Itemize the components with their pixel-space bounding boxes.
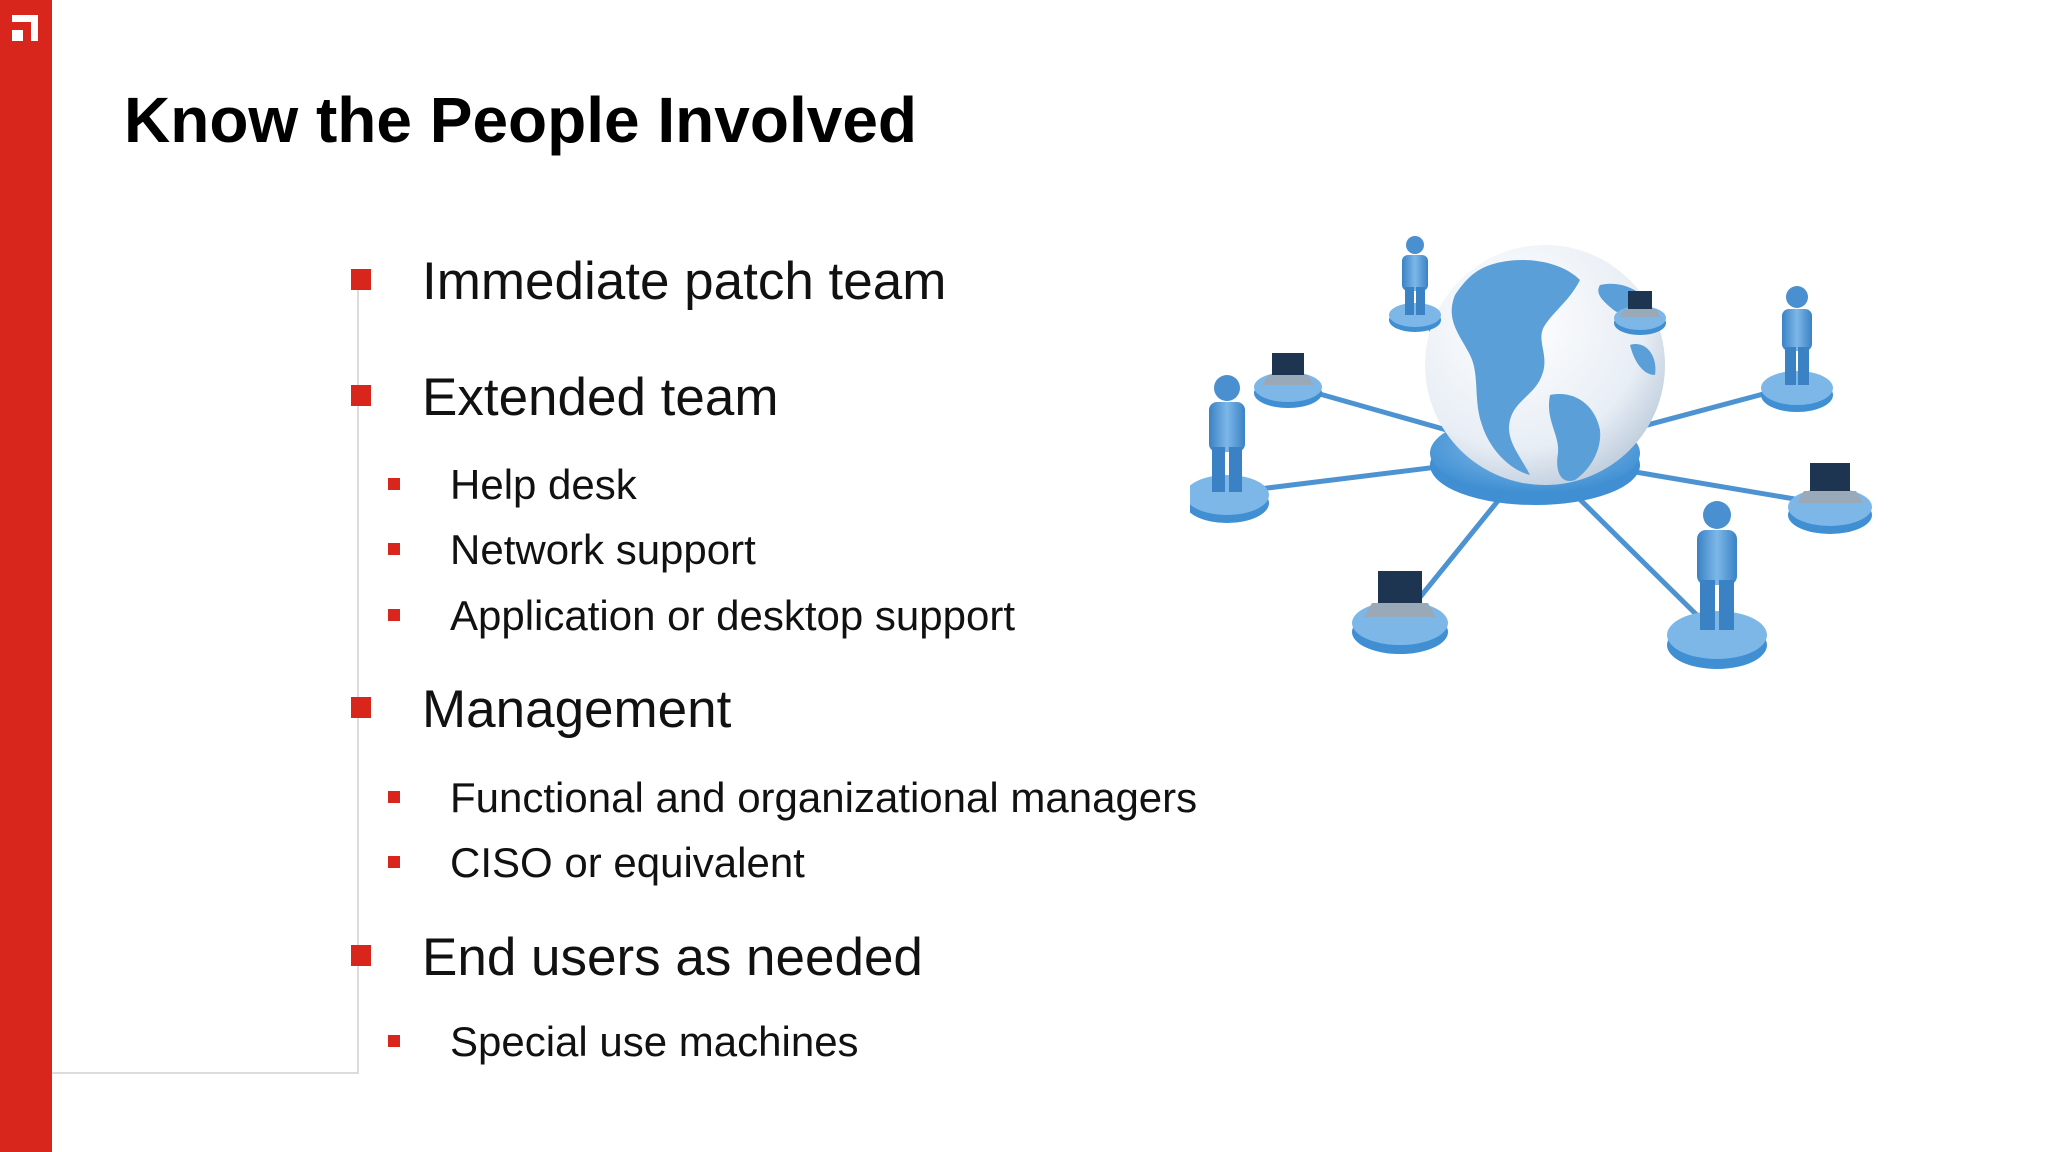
globe-network-icon bbox=[1190, 225, 1880, 710]
person-node-icon bbox=[1389, 236, 1441, 332]
square-bullet-icon bbox=[351, 385, 371, 406]
square-bullet-icon bbox=[351, 269, 371, 290]
person-node-icon bbox=[1667, 501, 1767, 669]
bullet-text: Application or desktop support bbox=[450, 592, 1016, 639]
bullet-text: End users as needed bbox=[422, 928, 923, 987]
person-node-icon bbox=[1761, 286, 1833, 412]
bullet-item-level1: Management bbox=[351, 678, 732, 742]
bullet-text: Functional and organizational managers bbox=[450, 774, 1198, 821]
bullet-text: CISO or equivalent bbox=[450, 839, 805, 886]
bullet-item-level1: Immediate patch team bbox=[351, 250, 947, 314]
bullet-item-level1: Extended team bbox=[351, 366, 779, 430]
bullet-item-level2: Special use machines bbox=[388, 1016, 859, 1068]
bullet-text: Special use machines bbox=[450, 1018, 859, 1065]
square-bullet-icon bbox=[388, 609, 400, 621]
bullet-text: Help desk bbox=[450, 461, 637, 508]
laptop-node-icon bbox=[1352, 571, 1448, 654]
slide-title: Know the People Involved bbox=[124, 84, 917, 156]
square-bullet-icon bbox=[388, 543, 400, 555]
bullet-text: Management bbox=[422, 680, 732, 739]
square-bullet-icon bbox=[388, 791, 400, 803]
laptop-node-icon bbox=[1788, 463, 1872, 534]
square-bullet-icon bbox=[388, 856, 400, 868]
bullet-text: Extended team bbox=[422, 368, 779, 427]
square-bullet-icon bbox=[351, 697, 371, 718]
bullet-text: Network support bbox=[450, 526, 756, 573]
bullet-text: Immediate patch team bbox=[422, 252, 947, 311]
square-bullet-icon bbox=[388, 1035, 400, 1047]
bullet-item-level2: Help desk bbox=[388, 459, 637, 511]
laptop-node-icon bbox=[1614, 291, 1666, 335]
corner-square-logo-icon bbox=[12, 15, 38, 41]
bullet-item-level2: Network support bbox=[388, 524, 756, 576]
bullet-item-level2: Functional and organizational managers bbox=[388, 772, 1198, 824]
laptop-node-icon bbox=[1254, 353, 1322, 408]
bullet-item-level2: Application or desktop support bbox=[388, 590, 1016, 642]
square-bullet-icon bbox=[388, 478, 400, 490]
accent-bar bbox=[0, 0, 52, 1152]
square-bullet-icon bbox=[351, 945, 371, 966]
bullet-item-level2: CISO or equivalent bbox=[388, 837, 805, 889]
person-node-icon bbox=[1190, 375, 1269, 523]
bullet-bracket-line bbox=[52, 282, 359, 1074]
bullet-item-level1: End users as needed bbox=[351, 926, 923, 990]
